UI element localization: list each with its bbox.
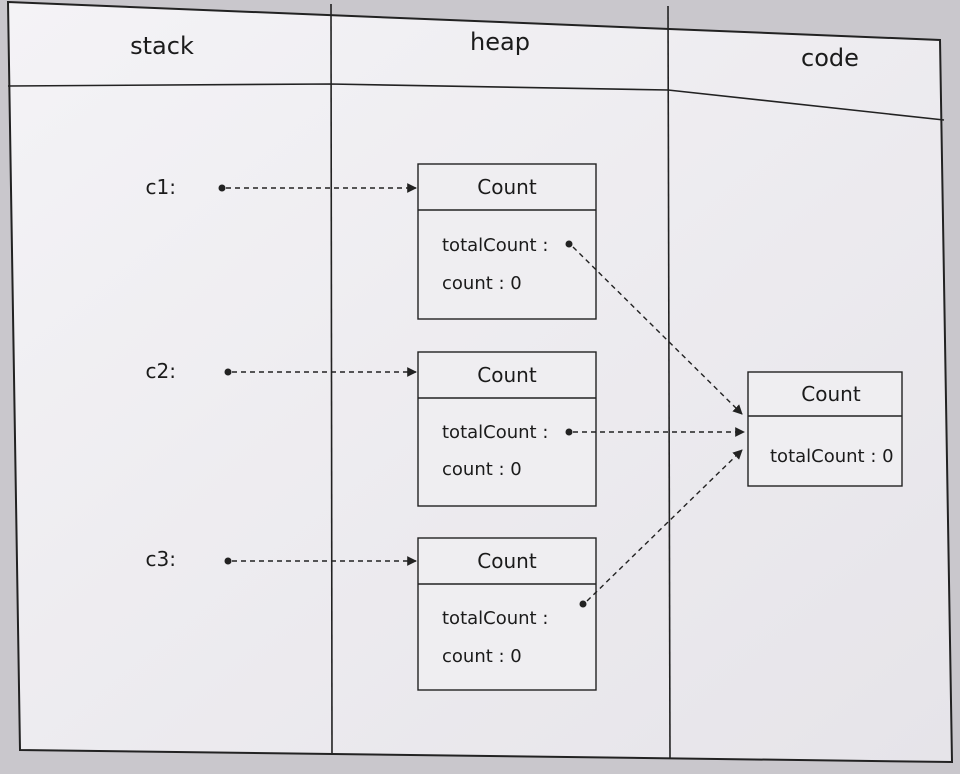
pointer-dot-c3 <box>224 557 232 565</box>
heap-object-1-title: Count <box>477 175 537 199</box>
code-object-title: Count <box>801 382 861 406</box>
heap-object-3-static-dot <box>579 600 587 608</box>
header-heap: heap <box>470 28 530 56</box>
header-code: code <box>801 44 859 72</box>
heap-object-1-field-count: count : 0 <box>442 273 522 294</box>
heap-object-3-field-totalcount: totalCount : <box>442 608 548 629</box>
header-divider <box>7 83 945 121</box>
heap-object-2-static-dot <box>565 428 573 436</box>
static-ref-arrow-1 <box>572 246 743 415</box>
stack-var-c2: c2: <box>146 359 176 383</box>
heap-object-2-title: Count <box>477 363 537 387</box>
divider-stack-heap <box>330 3 333 755</box>
pointer-dot-c2 <box>224 368 232 376</box>
header-stack: stack <box>130 32 194 60</box>
static-ref-arrow-3 <box>586 449 743 602</box>
heap-object-1: Count totalCount : count : 0 <box>417 163 597 320</box>
heap-object-1-field-totalcount: totalCount : <box>442 235 548 256</box>
code-object: Count totalCount : 0 <box>747 371 903 487</box>
heap-object-3: Count totalCount : count : 0 <box>417 537 597 691</box>
stack-var-c3: c3: <box>146 547 176 571</box>
divider-heap-code <box>667 5 671 759</box>
heap-object-2: Count totalCount : count : 0 <box>417 351 597 507</box>
heap-object-2-field-totalcount: totalCount : <box>442 422 548 443</box>
heap-object-3-field-count: count : 0 <box>442 646 522 667</box>
heap-object-2-field-count: count : 0 <box>442 459 522 480</box>
pointer-dot-c1 <box>218 184 226 192</box>
heap-object-1-static-dot <box>565 240 573 248</box>
code-object-field-totalcount: totalCount : 0 <box>770 446 894 467</box>
heap-object-3-title: Count <box>477 549 537 573</box>
stack-var-c1: c1: <box>146 175 176 199</box>
